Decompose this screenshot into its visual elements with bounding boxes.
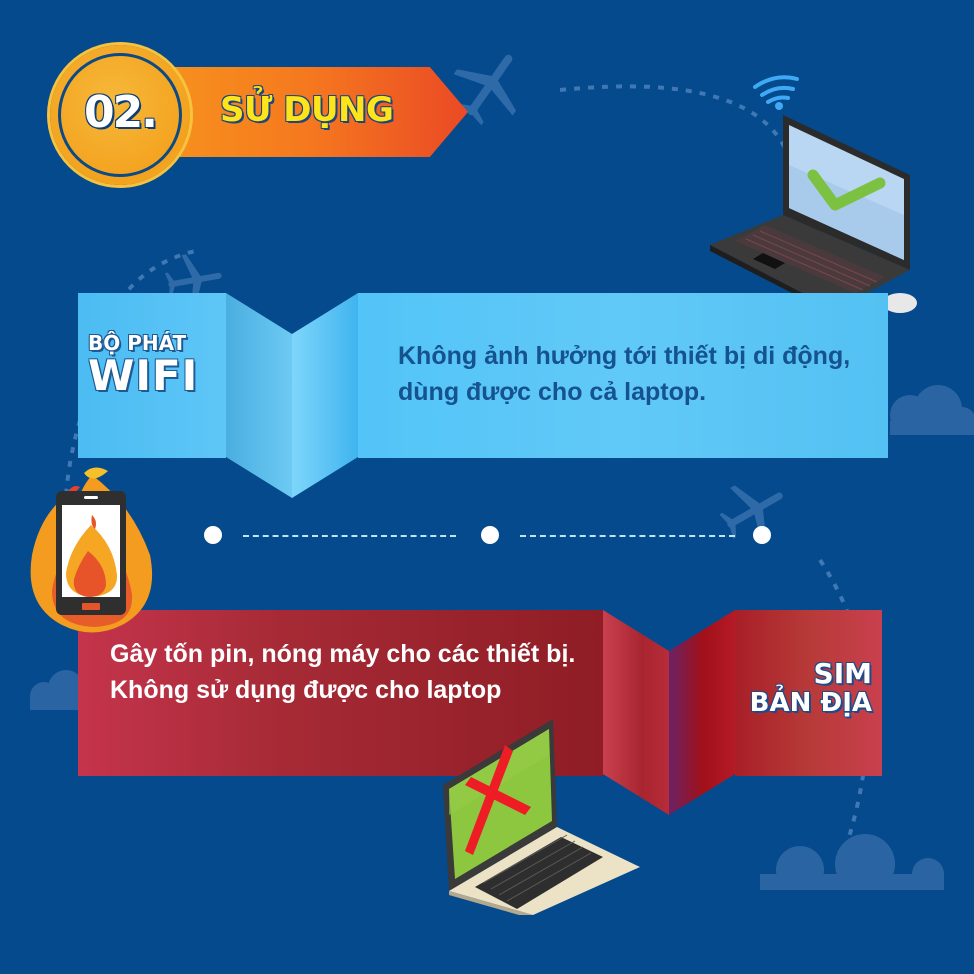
section-title-ribbon	[150, 67, 468, 157]
sim-card-label: SIM BẢN ĐỊA	[749, 657, 872, 718]
laptop-cross-icon	[435, 715, 650, 919]
timeline-dash	[243, 535, 456, 537]
wifi-label-line1: BỘ PHÁT	[88, 331, 187, 355]
section-number-badge: 02.	[50, 45, 190, 185]
cloud-icon	[880, 385, 974, 435]
wifi-comparison-card	[78, 293, 888, 498]
timeline-dot	[481, 526, 499, 544]
timeline-dash	[520, 535, 735, 537]
sim-label-line1: SIM	[813, 657, 872, 690]
timeline-dot	[204, 526, 222, 544]
sim-card-description: Gây tốn pin, nóng máy cho các thiết bị. …	[110, 640, 576, 704]
cloud-icon	[760, 830, 960, 890]
section-title: SỬ DỤNG	[220, 90, 394, 130]
section-number: 02.	[84, 87, 158, 138]
timeline-dot	[753, 526, 771, 544]
wifi-card-description: Không ảnh hưởng tới thiết bị di động, dù…	[398, 342, 851, 406]
laptop-checkmark-icon	[705, 65, 925, 319]
wifi-card-label: BỘ PHÁT WIFI	[88, 333, 198, 397]
wifi-label-line2: WIFI	[88, 351, 199, 400]
phone-fire-icon	[22, 465, 162, 639]
sim-label-line2: BẢN ĐỊA	[749, 688, 872, 718]
sim-comparison-card	[78, 610, 882, 815]
